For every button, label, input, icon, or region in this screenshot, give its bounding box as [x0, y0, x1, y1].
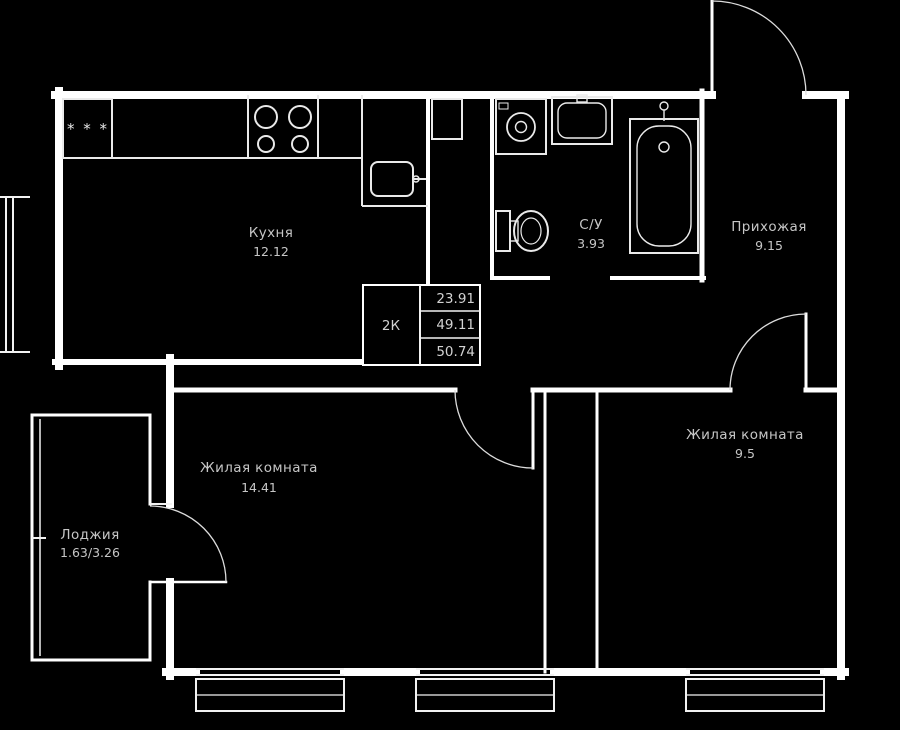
tub-outline: [629, 118, 699, 254]
loggia-label: Лоджия: [60, 527, 119, 543]
entrance-door: [710, 0, 807, 97]
interior-walls: [167, 88, 844, 674]
hallway-area: 9.15: [755, 238, 783, 253]
loggia-window: [30, 413, 46, 662]
door-arc: [149, 505, 227, 583]
toilet-bowl: [513, 210, 549, 252]
loggia-door: [148, 505, 228, 584]
hallway-label: Прихожая: [731, 219, 807, 235]
exterior-walls: [51, 87, 849, 680]
tub-inner: [636, 125, 692, 247]
adjacent-balcony: [0, 196, 30, 353]
fridge-icon: * * *: [62, 98, 113, 159]
apartment-type-label: 2К: [382, 318, 401, 334]
legend-value-2: 49.11: [436, 317, 475, 333]
washer-outline: [495, 98, 547, 155]
tub-drain: [658, 141, 670, 153]
burner: [288, 105, 312, 129]
living1-door: [454, 388, 535, 470]
washer-drum: [506, 112, 536, 142]
living1-area: 14.41: [241, 480, 277, 495]
living1-label: Жилая комната: [200, 460, 318, 476]
window-bottom-2: [415, 668, 555, 712]
washing-machine-icon: [495, 98, 547, 155]
washer-panel: [498, 102, 509, 110]
kitchen-label: Кухня: [249, 225, 294, 241]
kitchen-sink-icon: [370, 161, 426, 197]
toilet-tank: [495, 210, 511, 252]
legend-value-1: 23.91: [436, 291, 475, 307]
kitchen-area: 12.12: [253, 244, 289, 259]
fridge-label: * * *: [67, 120, 109, 138]
bathtub-icon: [629, 101, 699, 254]
washer-drum-inner: [514, 120, 528, 134]
burner: [257, 135, 275, 153]
kitchen-counter: [112, 95, 428, 207]
loggia-structure: [30, 413, 172, 662]
loggia-area: 1.63/3.26: [60, 545, 120, 560]
living2-door: [729, 312, 808, 392]
tub-faucet: [659, 101, 669, 111]
bathroom-label: С/У: [579, 217, 602, 233]
duct-shaft: [431, 98, 463, 140]
door-arc: [711, 0, 807, 96]
burner: [254, 105, 278, 129]
stove-icon: [247, 95, 319, 158]
sink-basin: [370, 161, 414, 197]
legend-border: [362, 284, 481, 366]
toilet-icon: [495, 210, 549, 252]
sink-basin: [557, 102, 607, 139]
bathroom-area: 3.93: [577, 236, 605, 251]
window-bottom-3: [685, 668, 825, 712]
window-bottom-1: [195, 668, 345, 712]
toilet-neck: [509, 220, 519, 242]
legend-value-3: 50.74: [436, 344, 475, 360]
living2-area: 9.5: [735, 446, 755, 461]
sink-outline: [551, 96, 613, 145]
bathroom-sink-icon: [551, 94, 613, 145]
fridge-outline: [62, 98, 113, 159]
door-arc: [454, 389, 534, 469]
room-labels: Кухня 12.12 С/У 3.93 Прихожая 9.15 Жилая…: [60, 217, 807, 560]
door-arc: [729, 313, 807, 391]
faucet: [412, 175, 420, 183]
toilet-bowl-inner: [520, 217, 542, 245]
burner: [291, 135, 309, 153]
faucet: [576, 94, 588, 103]
legend-box: 2К 23.91 49.11 50.74: [362, 284, 481, 366]
living2-label: Жилая комната: [686, 427, 804, 443]
